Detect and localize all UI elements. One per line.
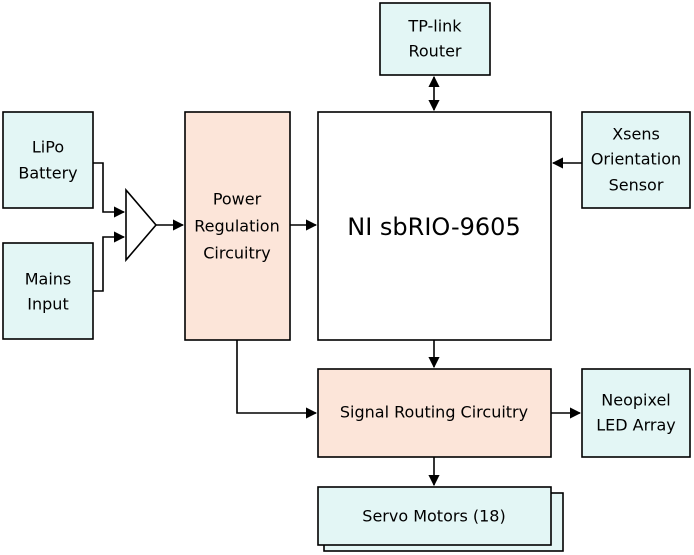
controller-label: NI sbRIO-9605 (347, 213, 520, 241)
power-to-signal-arrow (236, 340, 318, 419)
sensor-label-line-2: Orientation (591, 150, 681, 169)
router-label-line-1: TP-link (407, 17, 462, 36)
block-router: TP-link Router (379, 2, 491, 76)
battery-label-line-2: Battery (18, 164, 77, 183)
mains-label-line-1: Mains (25, 270, 72, 289)
mains-to-buffer-arrow (93, 231, 126, 292)
block-servo-motors: Servo Motors (18) (317, 486, 564, 552)
block-controller: NI sbRIO-9605 (317, 111, 552, 341)
power-label-line-3: Circuitry (203, 244, 271, 263)
signal-label: Signal Routing Circuitry (340, 403, 528, 422)
block-signal-routing: Signal Routing Circuitry (317, 368, 552, 458)
mains-label-line-2: Input (27, 295, 68, 314)
router-label-line-2: Router (408, 42, 461, 61)
buffer-triangle (125, 187, 158, 263)
power-label-line-2: Regulation (194, 217, 279, 236)
sensor-label-line-1: Xsens (612, 125, 660, 144)
block-mains-input: Mains Input (2, 242, 94, 340)
servo-label: Servo Motors (18) (362, 507, 505, 526)
block-led-array: Neopixel LED Array (581, 368, 691, 458)
battery-label-line-1: LiPo (32, 138, 64, 157)
led-label-line-1: Neopixel (601, 391, 670, 410)
block-power-regulation: Power Regulation Circuitry (184, 111, 291, 341)
power-label-line-1: Power (213, 190, 262, 209)
block-lipo-battery: LiPo Battery (2, 111, 94, 209)
block-orientation-sensor: Xsens Orientation Sensor (581, 111, 691, 209)
led-label-line-2: LED Array (596, 416, 676, 435)
sensor-label-line-3: Sensor (609, 176, 664, 195)
battery-to-buffer-arrow (93, 162, 126, 218)
